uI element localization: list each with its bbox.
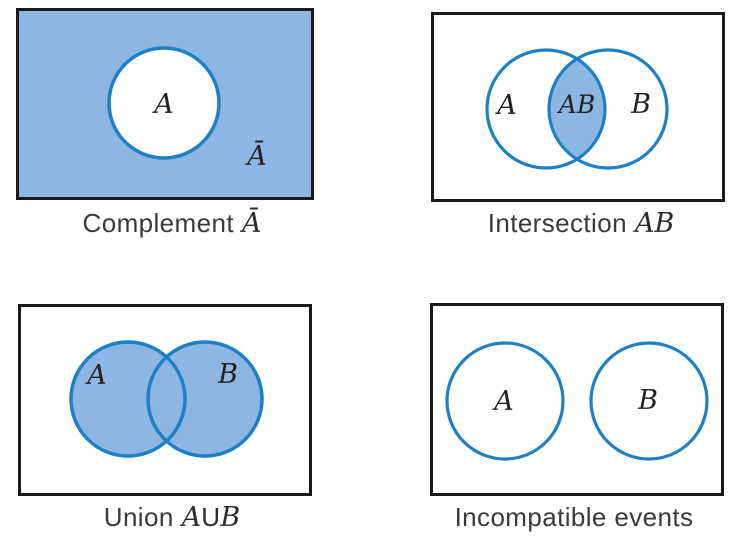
set-a-label: A <box>84 360 107 391</box>
set-b-circle <box>589 341 709 461</box>
set-a-circle <box>485 48 607 170</box>
caption-intersection-math: AB <box>634 208 675 239</box>
set-b-circle <box>146 340 264 458</box>
complement-diagram: A Ā <box>16 8 314 200</box>
set-b-label: B <box>630 89 651 120</box>
union-diagram: A B <box>18 304 312 496</box>
caption-union-word: Union <box>103 502 174 532</box>
caption-union-math-a: A <box>181 502 202 533</box>
set-b-label: B <box>637 385 658 416</box>
set-a-circle <box>445 341 565 461</box>
caption-complement-math: Ā <box>241 208 262 239</box>
sample-space-rect <box>430 303 724 496</box>
intersection-label: AB <box>557 90 595 119</box>
set-b-circle <box>547 48 669 170</box>
set-a-label: A <box>151 89 174 120</box>
intersection-diagram: A AB B <box>431 12 725 202</box>
caption-union-math-b: B <box>220 502 241 533</box>
set-a-label: A <box>491 386 514 417</box>
caption-union-operator: U <box>201 502 221 532</box>
panel-incompatible: A B Incompatible events <box>430 303 724 532</box>
complement-region-label: Ā <box>244 139 267 172</box>
caption-complement-word: Complement <box>82 208 234 238</box>
set-b-label: B <box>217 359 238 390</box>
caption-incompatible-word: Incompatible events <box>454 502 694 532</box>
caption-incompatible: Incompatible events <box>427 502 721 532</box>
set-a-circle <box>107 46 221 160</box>
set-a-label: A <box>494 90 517 121</box>
intersection-region <box>548 58 606 160</box>
set-a-circle <box>69 340 187 458</box>
incompatible-diagram: A B <box>430 303 724 496</box>
caption-intersection-word: Intersection <box>487 208 627 238</box>
